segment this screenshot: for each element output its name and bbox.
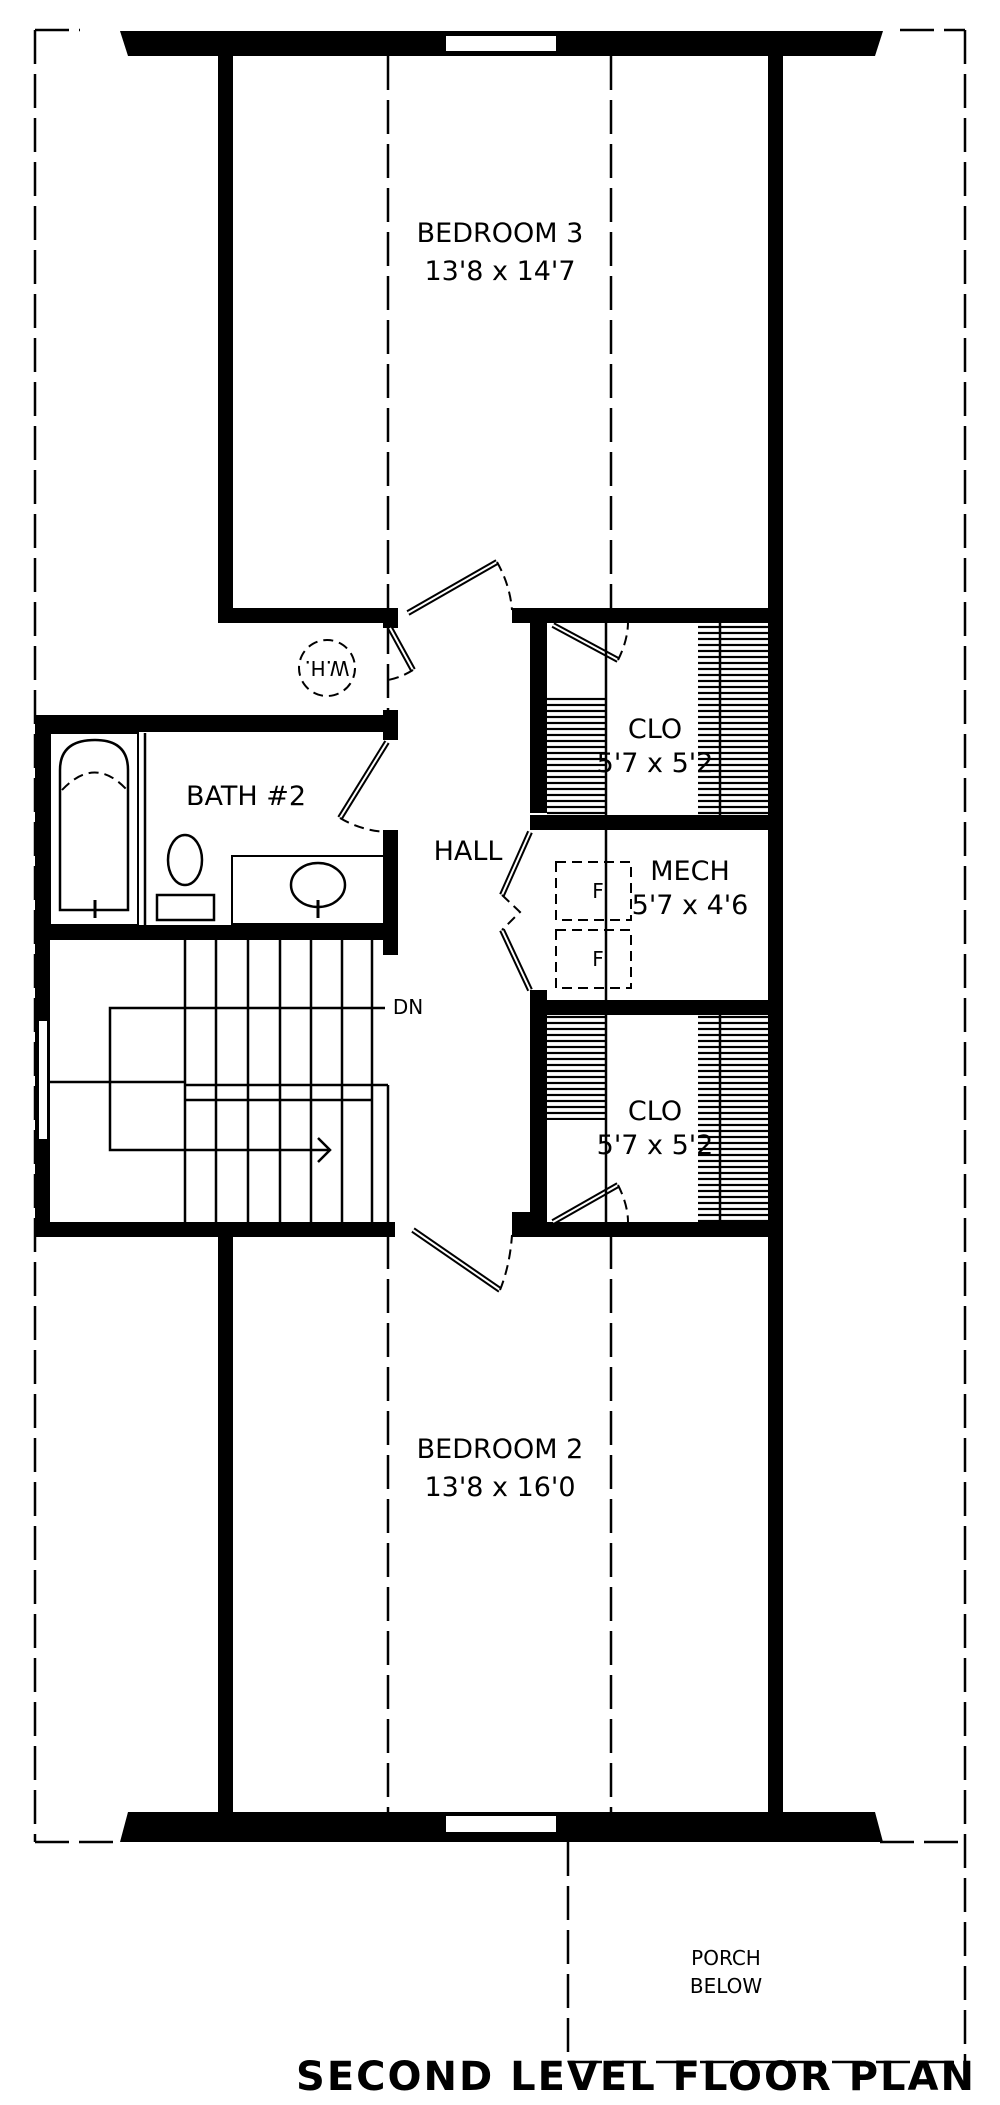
window-top xyxy=(444,34,558,53)
clo-upper-bottom-wall xyxy=(530,815,768,830)
bath-door[interactable] xyxy=(337,740,390,833)
bathtub xyxy=(49,732,139,926)
stairs-dn-label: DN xyxy=(393,995,423,1019)
knee-wall-right xyxy=(768,45,783,1815)
clo-upper-dims: 5'7 x 5'2 xyxy=(597,748,714,779)
furnace-units: F F xyxy=(555,830,632,1000)
bath-right-wall xyxy=(383,830,398,955)
clo-lower-door[interactable] xyxy=(551,1182,629,1225)
porch-label-line1: PORCH xyxy=(691,1946,761,1970)
svg-text:F: F xyxy=(592,879,604,903)
window-bottom xyxy=(444,1814,558,1834)
staircase[interactable] xyxy=(37,940,390,1222)
bath-bottom-wall xyxy=(35,925,398,940)
ceiling-lines xyxy=(386,56,613,1812)
plan-title: SECOND LEVEL FLOOR PLAN xyxy=(296,2054,976,2100)
hall-name: HALL xyxy=(434,836,503,867)
svg-text:F: F xyxy=(592,947,604,971)
porch-label-line2: BELOW xyxy=(690,1974,763,1998)
clo-lower-shelving xyxy=(547,1015,768,1222)
bedroom3-door[interactable] xyxy=(406,559,513,616)
bath-left-wall xyxy=(35,715,50,1230)
closet-left-wall-upper xyxy=(530,608,547,813)
eave-outline xyxy=(33,28,967,2065)
bedroom2-dims: 13'8 x 16'0 xyxy=(424,1472,575,1503)
clo-lower-name: CLO xyxy=(628,1096,682,1127)
water-heater: W.H. xyxy=(298,639,356,697)
mech-dims: 5'7 x 4'6 xyxy=(632,890,749,921)
bedroom2-name: BEDROOM 2 xyxy=(417,1434,584,1465)
wh-closet-door[interactable] xyxy=(387,626,416,681)
closet-left-wall-lower xyxy=(530,990,547,1220)
clo-lower-dims: 5'7 x 5'2 xyxy=(597,1130,714,1161)
bath-top-wall xyxy=(35,715,398,732)
vanity-sink xyxy=(231,855,385,925)
bedroom2-top-wall-right xyxy=(512,1222,768,1237)
wall-stub xyxy=(383,608,398,628)
bedroom2-door[interactable] xyxy=(411,1227,513,1293)
clo-upper-shelving xyxy=(547,623,768,815)
knee-wall-left-upper xyxy=(218,45,233,623)
knee-wall-left-lower xyxy=(218,1222,233,1814)
bedroom3-wall-left xyxy=(218,608,388,623)
toilet xyxy=(155,833,216,922)
mech-bottom-wall xyxy=(530,1000,768,1015)
bedroom3-dims: 13'8 x 14'7 xyxy=(424,256,575,287)
bedroom3-wall-right xyxy=(512,608,768,623)
clo-upper-door[interactable] xyxy=(551,621,629,663)
porch-outline xyxy=(566,1842,965,2064)
svg-text:W.H.: W.H. xyxy=(305,656,350,680)
mech-doors[interactable] xyxy=(499,830,533,992)
bedroom3-name: BEDROOM 3 xyxy=(417,218,584,249)
stair-bottom-wall xyxy=(35,1222,395,1237)
clo-upper-name: CLO xyxy=(628,714,682,745)
wall-stub xyxy=(383,710,398,740)
mech-name: MECH xyxy=(650,856,730,887)
bath2-name: BATH #2 xyxy=(186,781,306,812)
